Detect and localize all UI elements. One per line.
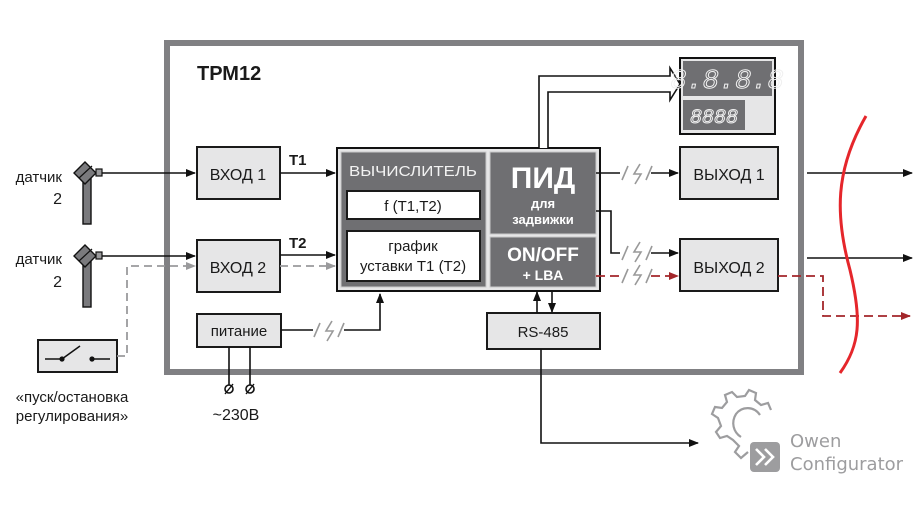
terminal-icon bbox=[245, 383, 255, 395]
sensor-1: датчик 2 bbox=[16, 161, 103, 225]
wireless-break-icon bbox=[621, 241, 653, 263]
calculator-block: ВЫЧИСЛИТЕЛЬ f (T1,T2) график уставки Т1 … bbox=[340, 151, 487, 288]
display-panel: 8.8.8.8 8888 bbox=[670, 57, 784, 135]
signal-t1-label: T1 bbox=[289, 152, 307, 169]
pid-output-2-wire-a bbox=[596, 210, 620, 254]
wireless-break-icon bbox=[313, 320, 345, 342]
thermocouple-icon bbox=[73, 161, 103, 225]
input-1-block: ВХОД 1 bbox=[196, 146, 281, 200]
power-label: питание bbox=[211, 323, 268, 340]
sensor-2: датчик 2 bbox=[16, 244, 103, 308]
schedule-box bbox=[346, 230, 481, 282]
rs485-to-configurator-wire bbox=[540, 349, 699, 447]
schedule-label-line2: уставки Т1 (Т2) bbox=[360, 258, 466, 275]
rs485-label: RS-485 bbox=[518, 324, 569, 341]
wireless-break-icon bbox=[621, 163, 653, 185]
output-1-label: ВЫХОД 1 bbox=[693, 167, 764, 184]
gear-icon bbox=[710, 388, 773, 460]
pid-title: ПИД bbox=[511, 162, 576, 195]
input-2-block: ВХОД 2 bbox=[196, 239, 281, 293]
input-1-label: ВХОД 1 bbox=[210, 167, 266, 184]
input-2-label: ВХОД 2 bbox=[210, 260, 266, 277]
display-top-digits: 8.8.8.8 bbox=[670, 67, 783, 97]
schedule-label-line1: график bbox=[388, 238, 438, 255]
sensor-1-number: 2 bbox=[53, 191, 62, 208]
onoff-subtitle: + LBA bbox=[523, 267, 564, 283]
configurator-name-line1: Owen bbox=[790, 431, 841, 452]
terminal-icon bbox=[224, 383, 234, 395]
output-2-red-external bbox=[778, 275, 911, 320]
onoff-title: ON/OFF bbox=[507, 245, 579, 266]
wireless-break-icon bbox=[621, 264, 653, 286]
thermocouple-icon bbox=[73, 244, 103, 308]
chevron-double-right-icon bbox=[755, 448, 775, 466]
start-stop-switch bbox=[37, 339, 118, 373]
sensor-1-label: датчик bbox=[16, 169, 63, 186]
power-wire-b bbox=[344, 293, 384, 331]
rs485-block: RS-485 bbox=[486, 312, 601, 350]
output-2-block: ВЫХОД 2 bbox=[679, 238, 779, 292]
device-title: ТРМ12 bbox=[197, 63, 261, 85]
break-curve bbox=[838, 115, 868, 374]
owen-configurator-logo: Owen Configurator bbox=[710, 388, 904, 475]
sensor-2-label: датчик bbox=[16, 251, 63, 268]
power-block: питание bbox=[196, 313, 282, 348]
signal-t2-label: T2 bbox=[289, 235, 307, 252]
function-box bbox=[346, 190, 481, 220]
pid-block: ПИД для задвижки bbox=[489, 151, 597, 235]
switch-label-line1: «пуск/остановка bbox=[16, 389, 129, 406]
onoff-block: ON/OFF + LBA bbox=[489, 236, 597, 288]
switch-wire bbox=[117, 262, 196, 357]
calculator-title: ВЫЧИСЛИТЕЛЬ bbox=[349, 163, 477, 180]
pid-subtitle-line2: задвижки bbox=[512, 212, 573, 227]
output-1-block: ВЫХОД 1 bbox=[679, 146, 779, 200]
sensor-2-number: 2 bbox=[53, 274, 62, 291]
switch-box bbox=[37, 339, 118, 373]
function-label: f (T1,T2) bbox=[384, 198, 442, 215]
switch-label-line2: регулирования» bbox=[16, 408, 128, 425]
output-2-label: ВЫХОД 2 bbox=[693, 260, 764, 277]
pid-subtitle-line1: для bbox=[531, 196, 555, 211]
power-voltage: ~230В bbox=[213, 407, 260, 424]
configurator-name-line2: Configurator bbox=[790, 454, 904, 475]
display-bottom-digits: 8888 bbox=[690, 107, 738, 130]
